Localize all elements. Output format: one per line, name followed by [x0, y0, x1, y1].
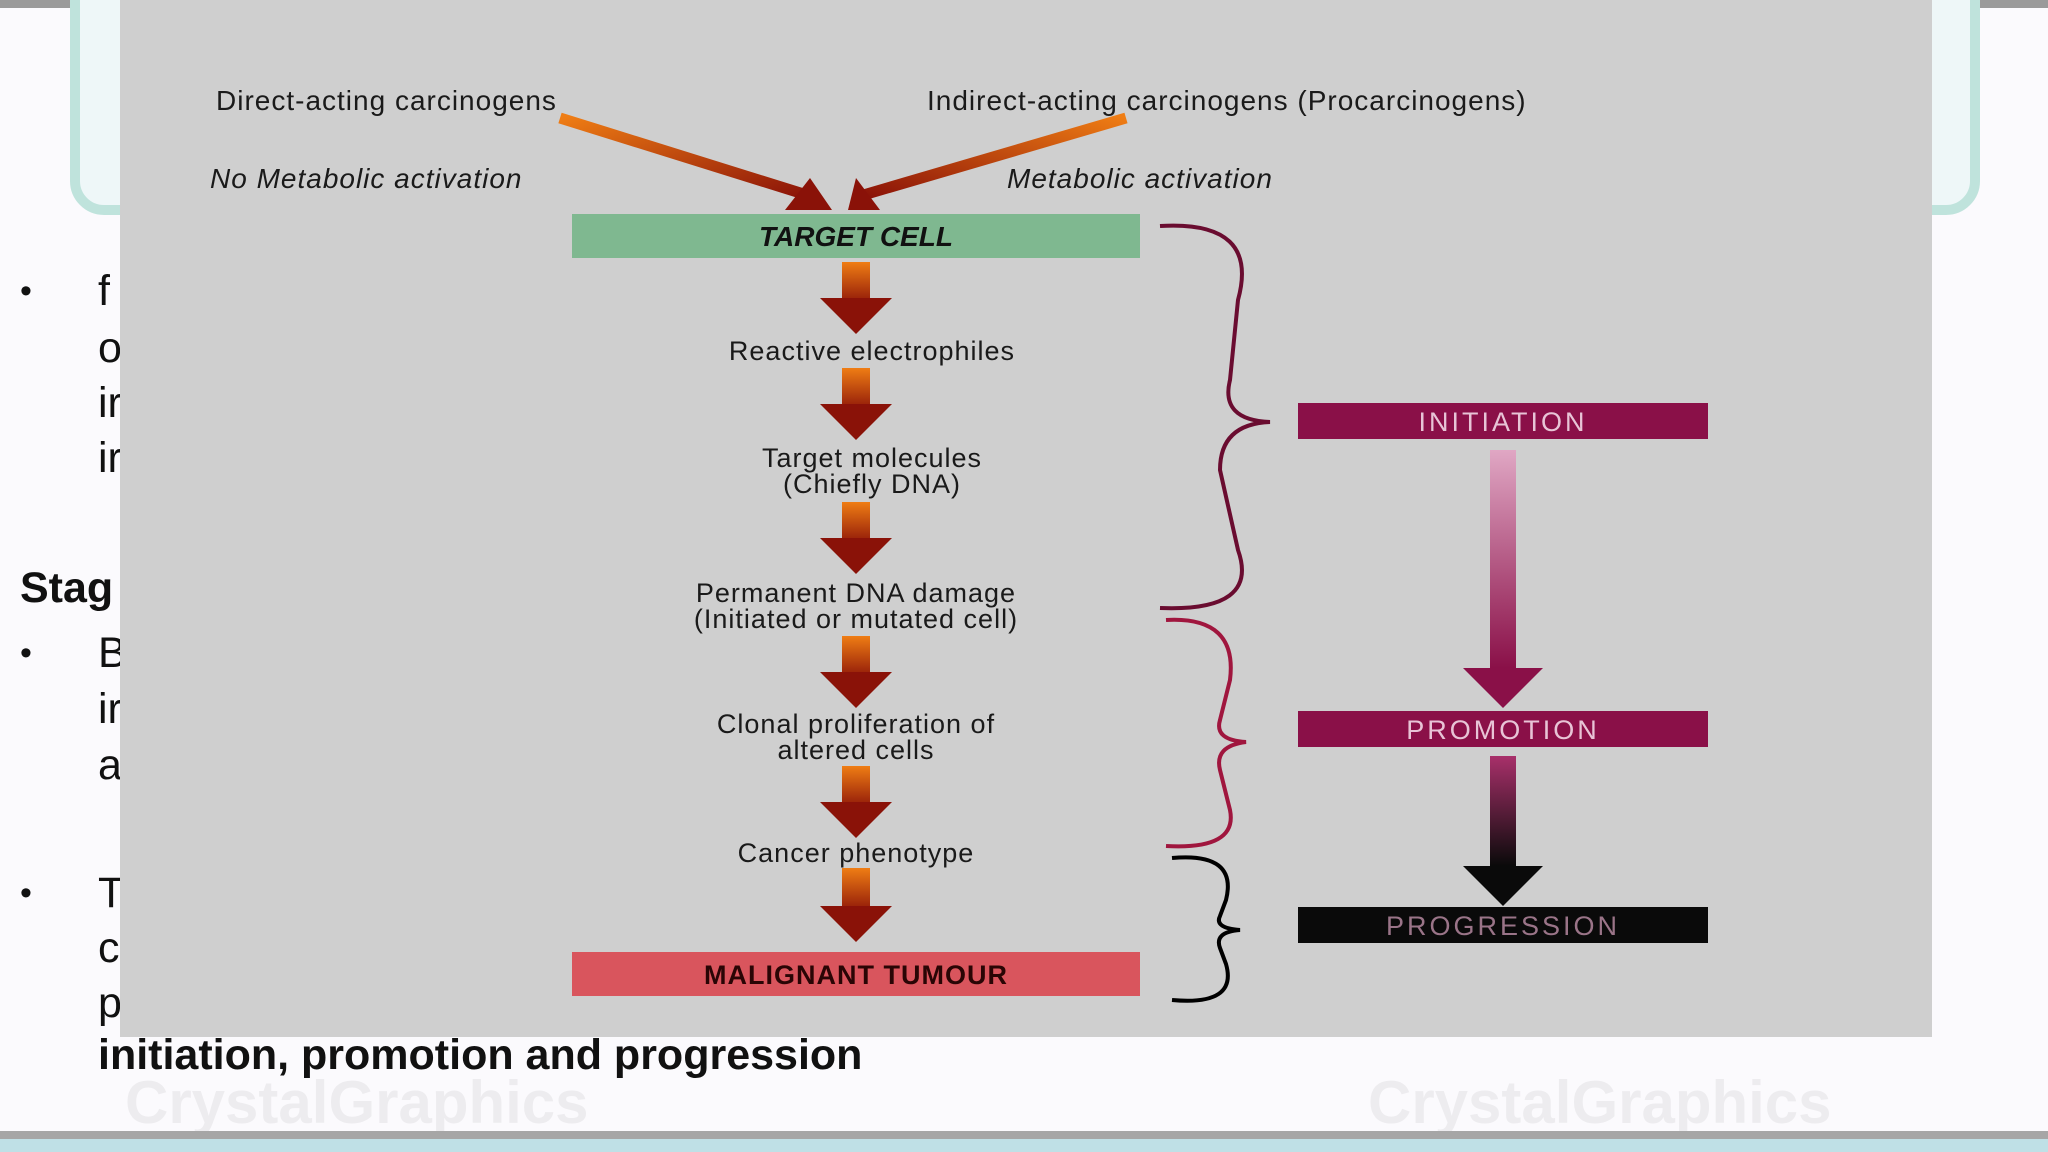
step-permanent-dna-damage: Permanent DNA damage [696, 578, 1016, 608]
initiation-box [1298, 403, 1708, 439]
carcinogenesis-diagram: Direct-acting carcinogens Indirect-actin… [120, 0, 1932, 1037]
bullet-1-line-3: ir [98, 379, 122, 427]
initiation-to-promotion-arrow-head [1463, 668, 1543, 708]
initiation-label: INITIATION [1419, 407, 1588, 437]
indirect-acting-label: Indirect-acting carcinogens (Procarcinog… [927, 85, 1527, 116]
watermark-left: CrystalGraphics [125, 1069, 589, 1136]
bottom-accent-bar [0, 1139, 2048, 1152]
promotion-to-progression-arrow-shaft [1490, 756, 1516, 866]
direct-acting-label: Direct-acting carcinogens [216, 85, 557, 116]
step-cancer-phenotype: Cancer phenotype [738, 838, 975, 868]
bullet-1-line-4: ir [98, 434, 122, 482]
target-cell-box [572, 214, 1140, 258]
indirect-arrow-head [848, 178, 880, 210]
flow-arrow [820, 766, 892, 838]
step-target-molecules-sub: (Chiefly DNA) [783, 469, 961, 499]
promotion-box [1298, 711, 1708, 747]
bullet-1-line-2: o [98, 324, 122, 372]
flow-arrows [820, 262, 892, 942]
bullet-3-line-3: p [98, 979, 122, 1027]
step-clonal-proliferation-sub: altered cells [777, 735, 934, 765]
initiation-to-promotion-arrow-shaft [1490, 450, 1516, 668]
bullet-1-line-1: f [98, 267, 110, 315]
progression-label: PROGRESSION [1386, 911, 1620, 941]
promotion-to-progression-arrow-head [1463, 866, 1543, 906]
promotion-brace [1165, 617, 1247, 849]
bullet-marker: • [20, 272, 32, 310]
indirect-arrow-shaft [858, 112, 1128, 202]
bullet-2-line-3: a [98, 741, 122, 789]
malignant-tumour-label: MALIGNANT TUMOUR [704, 960, 1008, 990]
malignant-tumour-box [572, 952, 1140, 996]
bullet-2-line-2: ir [98, 685, 122, 733]
step-reactive-electrophiles: Reactive electrophiles [729, 336, 1015, 366]
progression-brace [1171, 855, 1241, 1003]
diagram-canvas: Direct-acting carcinogens Indirect-actin… [210, 85, 1708, 1003]
flow-arrow [820, 502, 892, 574]
watermark-right: CrystalGraphics [1368, 1069, 1832, 1136]
direct-arrow-head [785, 178, 832, 210]
bullet-marker: • [20, 874, 32, 912]
progression-box [1298, 907, 1708, 943]
bottom-border-bar [0, 1131, 2048, 1139]
bullet-3-bold-line: initiation, promotion and progression [98, 1031, 863, 1079]
step-target-molecules: Target molecules [762, 443, 982, 473]
direct-arrow-shaft [558, 112, 812, 202]
metabolic-activation-note: Metabolic activation [1007, 163, 1273, 194]
no-metabolic-activation-note: No Metabolic activation [210, 163, 522, 194]
bullet-marker: • [20, 634, 32, 672]
bullet-3-line-2: c [98, 924, 120, 972]
bullet-3-line-1: T [98, 869, 125, 917]
promotion-label: PROMOTION [1406, 715, 1600, 745]
flow-arrow [820, 868, 892, 942]
step-permanent-dna-damage-sub: (Initiated or mutated cell) [694, 604, 1018, 634]
initiation-brace [1159, 223, 1271, 611]
flow-arrow [820, 368, 892, 440]
target-cell-label: TARGET CELL [759, 221, 953, 252]
flow-arrow [820, 636, 892, 708]
step-clonal-proliferation: Clonal proliferation of [717, 709, 995, 739]
stage-heading: Stag [20, 564, 114, 612]
flow-arrow [820, 262, 892, 334]
